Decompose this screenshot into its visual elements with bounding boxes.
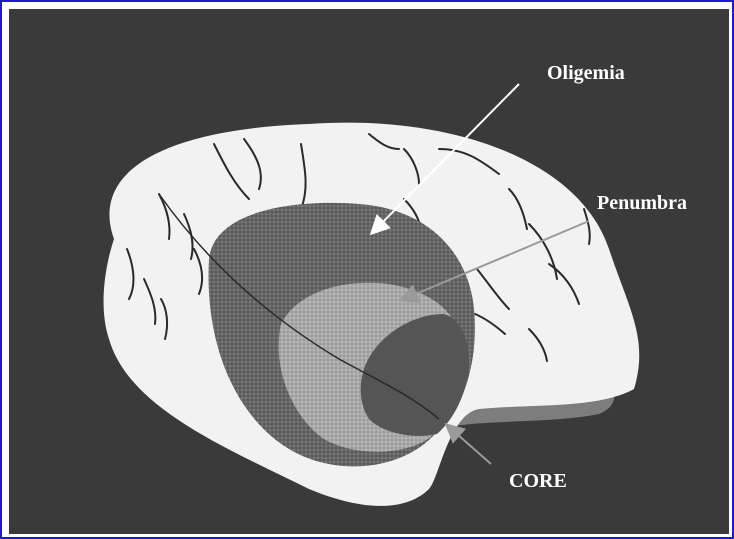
penumbra-label: Penumbra bbox=[597, 192, 687, 214]
core-label: CORE bbox=[509, 470, 567, 492]
oligemia-label: Oligemia bbox=[547, 62, 625, 84]
brain-ischemia-diagram: Oligemia Penumbra CORE bbox=[9, 9, 729, 534]
